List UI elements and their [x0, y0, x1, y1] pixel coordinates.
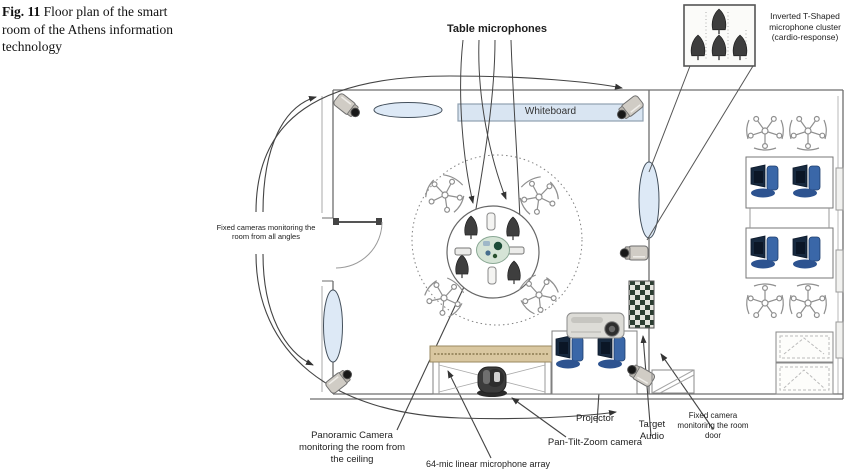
inset-mic-cluster	[683, 4, 756, 67]
workstation-monitor-icon	[597, 335, 626, 369]
label-whiteboard: Whiteboard	[524, 106, 577, 117]
ptz-camera	[477, 366, 507, 397]
cabinets	[775, 331, 834, 395]
office-chair-icon	[746, 115, 784, 151]
window-top-wall	[373, 102, 443, 118]
mic-array-table	[429, 345, 554, 395]
fixed-camera-icon	[619, 245, 649, 261]
projector	[566, 312, 625, 339]
office-chair-icon	[513, 171, 563, 219]
label-table-microphones: Table microphones	[446, 23, 548, 35]
leader-lines	[255, 39, 754, 459]
window-left-wall	[323, 289, 343, 363]
workstation-area	[745, 115, 844, 359]
label-mic-array: 64-mic linear microphone array	[425, 459, 551, 469]
workstation-monitor-icon	[555, 335, 584, 369]
meeting-area	[411, 154, 583, 326]
office-chair-icon	[746, 283, 784, 319]
label-target-audio: Target Audio	[638, 419, 666, 442]
room-door-bottom	[651, 369, 695, 394]
table-item	[507, 246, 525, 255]
figure-number: Fig. 11	[2, 4, 41, 19]
workstation-monitor-icon	[792, 235, 821, 269]
label-inverted-t-cluster: Inverted T-Shaped microphone cluster (ca…	[769, 11, 841, 43]
office-chair-icon	[789, 283, 827, 319]
figure-caption-text: Floor plan of the smart room of the Athe…	[2, 4, 173, 55]
label-fixed-cameras: Fixed cameras monitoring the room from a…	[216, 223, 316, 242]
workstation-monitor-icon	[750, 235, 779, 269]
ceiling-coverage-circle	[411, 154, 583, 326]
monitor-area	[551, 330, 638, 395]
panoramic-camera-device	[476, 236, 510, 264]
radiator-marks	[835, 167, 844, 359]
label-ptz-camera: Pan-Tilt-Zoom camera	[547, 437, 643, 448]
fixed-camera-icon	[323, 365, 356, 396]
office-chair-icon	[421, 169, 471, 217]
room-door	[322, 217, 383, 282]
table-item	[454, 247, 472, 256]
target-audio-speaker	[628, 280, 655, 329]
whiteboard	[457, 103, 644, 122]
workstation-monitor-icon	[792, 164, 821, 198]
office-chair-icon	[789, 115, 827, 151]
bottle	[486, 212, 496, 231]
label-fixed-camera-door: Fixed camera monitoring the room door	[677, 411, 749, 440]
label-panoramic-camera: Panoramic Camera monitoring the room fro…	[298, 430, 406, 465]
figure-caption: Fig. 11 Floor plan of the smart room of …	[2, 3, 176, 56]
workstation-monitor-icon	[750, 164, 779, 198]
fixed-camera-icon	[331, 91, 364, 122]
label-projector: Projector	[575, 413, 614, 424]
bottle	[487, 266, 497, 285]
window-right-wall	[638, 161, 660, 239]
